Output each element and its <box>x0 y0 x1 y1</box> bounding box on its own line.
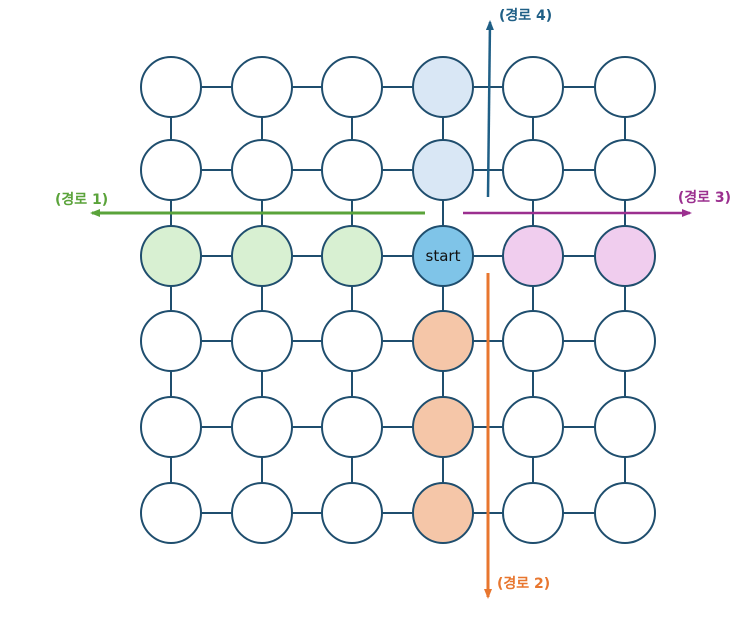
path-4-arrow <box>485 20 494 198</box>
path-2-label: (경로 2) <box>497 575 550 592</box>
grid-nodes: start <box>140 56 656 544</box>
grid-node <box>321 225 383 287</box>
path-4-label: (경로 4) <box>499 7 552 24</box>
grid-node <box>321 56 383 118</box>
grid-node <box>140 482 202 544</box>
grid-node <box>231 56 293 118</box>
grid-node <box>502 139 564 201</box>
start-label: start <box>426 247 461 265</box>
start-node <box>412 225 474 287</box>
grid-node <box>321 482 383 544</box>
grid-node <box>412 56 474 118</box>
grid-node <box>412 482 474 544</box>
grid-node <box>594 225 656 287</box>
grid-node <box>231 482 293 544</box>
grid-node <box>231 396 293 458</box>
grid-node <box>594 310 656 372</box>
grid-node <box>502 225 564 287</box>
grid-node <box>321 396 383 458</box>
grid-node <box>412 310 474 372</box>
grid-node <box>594 56 656 118</box>
grid-node <box>412 139 474 201</box>
grid-node <box>321 139 383 201</box>
grid-node <box>321 310 383 372</box>
grid-node <box>231 310 293 372</box>
grid-node <box>140 139 202 201</box>
grid-node <box>502 482 564 544</box>
path-3-label: (경로 3) <box>678 189 731 206</box>
grid-node <box>231 139 293 201</box>
grid-node <box>594 396 656 458</box>
grid-node <box>502 396 564 458</box>
grid-node <box>412 396 474 458</box>
grid-node <box>140 225 202 287</box>
grid-node <box>231 225 293 287</box>
grid-node <box>140 310 202 372</box>
grid-node <box>140 56 202 118</box>
grid-node <box>594 482 656 544</box>
path-1-label: (경로 1) <box>55 191 108 208</box>
grid-node <box>502 56 564 118</box>
grid-node <box>502 310 564 372</box>
grid-node <box>594 139 656 201</box>
grid-node <box>140 396 202 458</box>
